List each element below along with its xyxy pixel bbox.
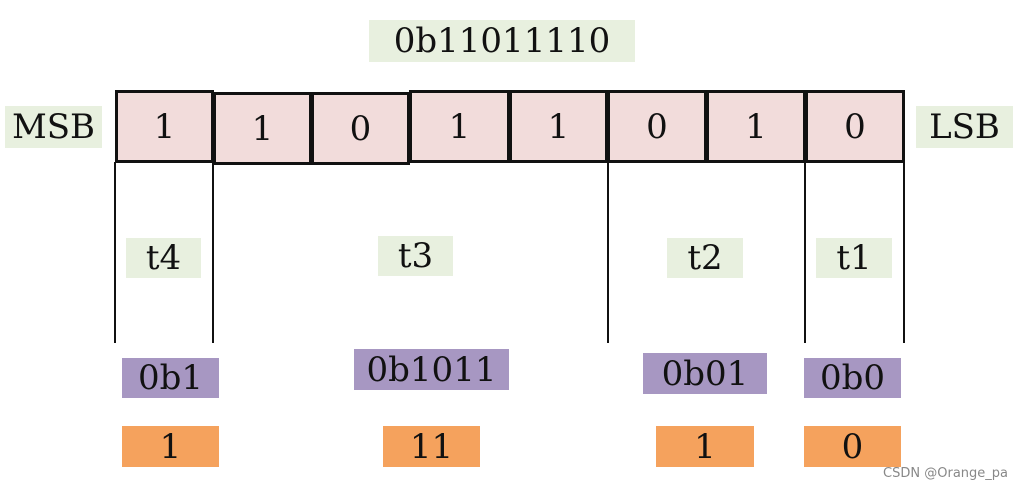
divider-line-right — [903, 162, 905, 343]
bit-cell-6: 1 — [213, 92, 312, 165]
watermark-text: CSDN @Orange_pa — [883, 466, 1008, 481]
bit-cell-3: 1 — [509, 90, 608, 163]
bit-cell-5: 0 — [311, 92, 410, 165]
group-name-t2: t2 — [667, 238, 743, 278]
bit-cell-0: 0 — [805, 90, 905, 163]
divider-line-t2-t1 — [804, 162, 806, 343]
group-binary-t4: 0b1 — [122, 358, 219, 398]
lsb-label: LSB — [916, 106, 1013, 148]
divider-line-t3-t2 — [607, 162, 609, 343]
bit-cell-2: 0 — [607, 90, 707, 163]
group-value-t2: 1 — [656, 426, 754, 467]
divider-line-left — [114, 162, 116, 343]
group-binary-t1: 0b0 — [804, 358, 901, 398]
binary-number-title: 0b11011110 — [369, 20, 635, 62]
group-value-t1: 0 — [804, 426, 901, 467]
group-binary-t2: 0b01 — [643, 353, 767, 394]
group-value-t3: 11 — [383, 426, 480, 467]
group-binary-t3: 0b1011 — [354, 349, 509, 390]
group-name-t1: t1 — [816, 238, 892, 278]
group-name-t3: t3 — [378, 236, 453, 276]
bit-cell-4: 1 — [409, 90, 510, 163]
msb-label: MSB — [5, 106, 102, 148]
divider-line-t4-t3 — [212, 162, 214, 343]
group-name-t4: t4 — [126, 238, 201, 278]
bit-cell-7: 1 — [115, 90, 214, 163]
bit-cell-1: 1 — [706, 90, 806, 163]
group-value-t4: 1 — [122, 426, 219, 467]
